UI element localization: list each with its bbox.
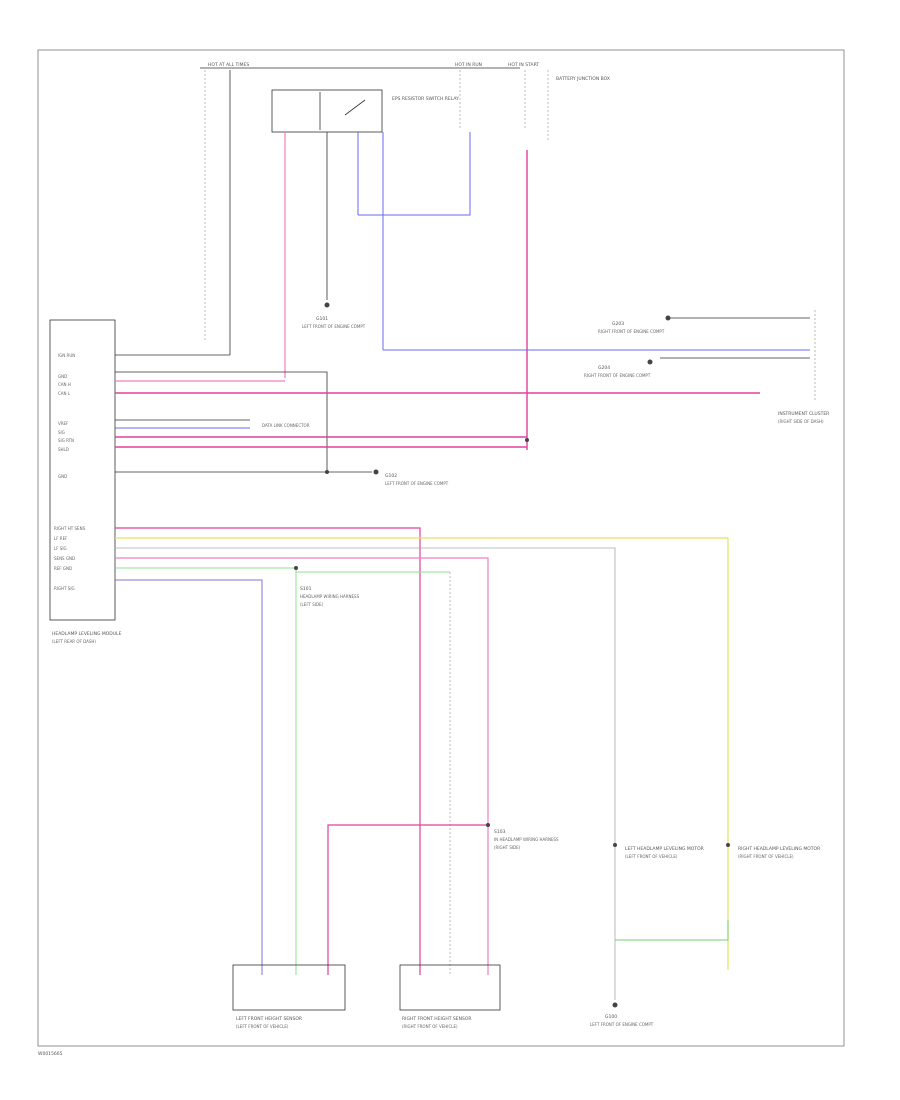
pin-label: GND: [58, 374, 67, 379]
pin-label: LF REF: [54, 536, 68, 541]
ground-icon: [665, 315, 671, 321]
right-side-section: G203 RIGHT FRONT OF ENGINE COMPT G204 RI…: [584, 310, 829, 424]
lower-pin-labels: RIGHT HT SENS LF REF LF SIG SENS GND REF…: [54, 526, 86, 591]
pin-label: VREF: [58, 421, 69, 426]
gnd-mid-label: G102: [385, 473, 397, 479]
top-power-section: HOT AT ALL TIMES HOT IN RUN HOT IN START…: [200, 62, 610, 355]
pin-label: LF SIG: [54, 546, 67, 551]
gnd-mid-sub: LEFT FRONT OF ENGINE COMPT: [385, 481, 449, 486]
switch-label: EPS RESISTOR SWITCH RELAY: [392, 96, 459, 102]
lf-height-sensor: LEFT FRONT HEIGHT SENSOR (LEFT FRONT OF …: [232, 964, 346, 1029]
headlamp-leveling-module: HEADLAMP LEVELING MODULE (LEFT REAR OF D…: [49, 319, 122, 644]
lower-module-wires: S101 HEADLAMP WIRING HARNESS (LEFT SIDE)…: [115, 527, 729, 1000]
module-sub: (LEFT REAR OF DASH): [52, 639, 96, 644]
splice-mid-sub: HEADLAMP WIRING HARNESS: [300, 594, 360, 599]
pin-label: SIG: [58, 430, 65, 435]
gnd-low-label: G100: [605, 1014, 617, 1020]
conn-side-label: DATA LINK CONNECTOR: [262, 423, 310, 428]
rf-sensor-sub: (RIGHT FRONT OF VEHICLE): [402, 1024, 458, 1029]
diagram-frame: [37, 49, 845, 1047]
top-wires: G101 LEFT FRONT OF ENGINE COMPT: [284, 132, 528, 450]
ground-g101-icon: [324, 302, 330, 308]
splice-dot: [294, 566, 298, 570]
splice-dot: [325, 470, 329, 474]
splice-mid-label: S101: [300, 586, 312, 592]
pin-label: RIGHT SIG: [54, 586, 75, 591]
pin-label: GND: [58, 474, 67, 479]
pin-label: SHLD: [58, 447, 69, 452]
splice-low-label: S103: [494, 829, 506, 835]
footer-code: W0015665: [38, 1051, 63, 1057]
pin-label: RIGHT HT SENS: [54, 526, 86, 531]
motor-icon: [726, 843, 730, 847]
pin-label: SENS GND: [54, 556, 75, 561]
right-block-1-label: G203: [612, 321, 624, 327]
ground-g101-label: G101: [316, 316, 328, 322]
lf-sensor-label: LEFT FRONT HEIGHT SENSOR: [236, 1016, 302, 1022]
rr-motor-sub: (RIGHT FRONT OF VEHICLE): [738, 854, 794, 859]
pin-label: IGN RUN: [58, 353, 75, 358]
left-leveling-motor: LEFT HEADLAMP LEVELING MOTOR (LEFT FRONT…: [613, 843, 704, 859]
motor-icon: [613, 843, 617, 847]
gnd-low-sub: LEFT FRONT OF ENGINE COMPT: [590, 1022, 654, 1027]
fuse-left-label: HOT AT ALL TIMES: [208, 62, 249, 68]
splice-dot: [486, 823, 490, 827]
ground-g100-icon: [612, 1002, 618, 1008]
right-block-2-label: G204: [598, 365, 610, 371]
splice-low-sub2: (RIGHT SIDE): [494, 845, 521, 850]
rf-height-sensor: RIGHT FRONT HEIGHT SENSOR (RIGHT FRONT O…: [399, 964, 501, 1029]
module-name: HEADLAMP LEVELING MODULE: [52, 631, 122, 637]
right-module-sub: (RIGHT SIDE OF DASH): [778, 419, 824, 424]
pin-label: SIG RTN: [58, 438, 74, 443]
right-module-label: INSTRUMENT CLUSTER: [778, 411, 829, 417]
pin-label: CAN L: [58, 391, 71, 396]
rf-sensor-label: RIGHT FRONT HEIGHT SENSOR: [402, 1016, 472, 1022]
lr-motor-sub: (LEFT FRONT OF VEHICLE): [625, 854, 678, 859]
upper-pin-labels: IGN RUN GND CAN H CAN L VREF SIG SIG RTN…: [58, 353, 75, 479]
pin-label: REF GND: [54, 566, 72, 571]
fuse-mid-label: HOT IN RUN: [455, 62, 482, 68]
right-block-2-sub: RIGHT FRONT OF ENGINE COMPT: [584, 373, 651, 378]
ground-icon: [647, 359, 653, 365]
rr-motor-label: RIGHT HEADLAMP LEVELING MOTOR: [738, 846, 820, 852]
right-block-1-sub: RIGHT FRONT OF ENGINE COMPT: [598, 329, 665, 334]
splice-mid-sub2: (LEFT SIDE): [300, 602, 324, 607]
lr-motor-label: LEFT HEADLAMP LEVELING MOTOR: [625, 846, 704, 852]
lf-sensor-sub: (LEFT FRONT OF VEHICLE): [236, 1024, 289, 1029]
splice-low-sub: IN HEADLAMP WIRING HARNESS: [494, 837, 559, 842]
right-leveling-motor: RIGHT HEADLAMP LEVELING MOTOR (RIGHT FRO…: [726, 843, 820, 859]
eps-switch-relay: [271, 89, 383, 133]
upper-module-wires: G102 LEFT FRONT OF ENGINE COMPT DATA LIN…: [115, 349, 810, 486]
pin-label: CAN H: [58, 382, 71, 387]
fuse-right-box-label: BATTERY JUNCTION BOX: [556, 76, 610, 82]
fuse-right-label: HOT IN START: [508, 62, 539, 68]
ground-g101-sub: LEFT FRONT OF ENGINE COMPT: [302, 324, 366, 329]
ground-icon: [373, 469, 379, 475]
splice-dot: [525, 438, 529, 442]
